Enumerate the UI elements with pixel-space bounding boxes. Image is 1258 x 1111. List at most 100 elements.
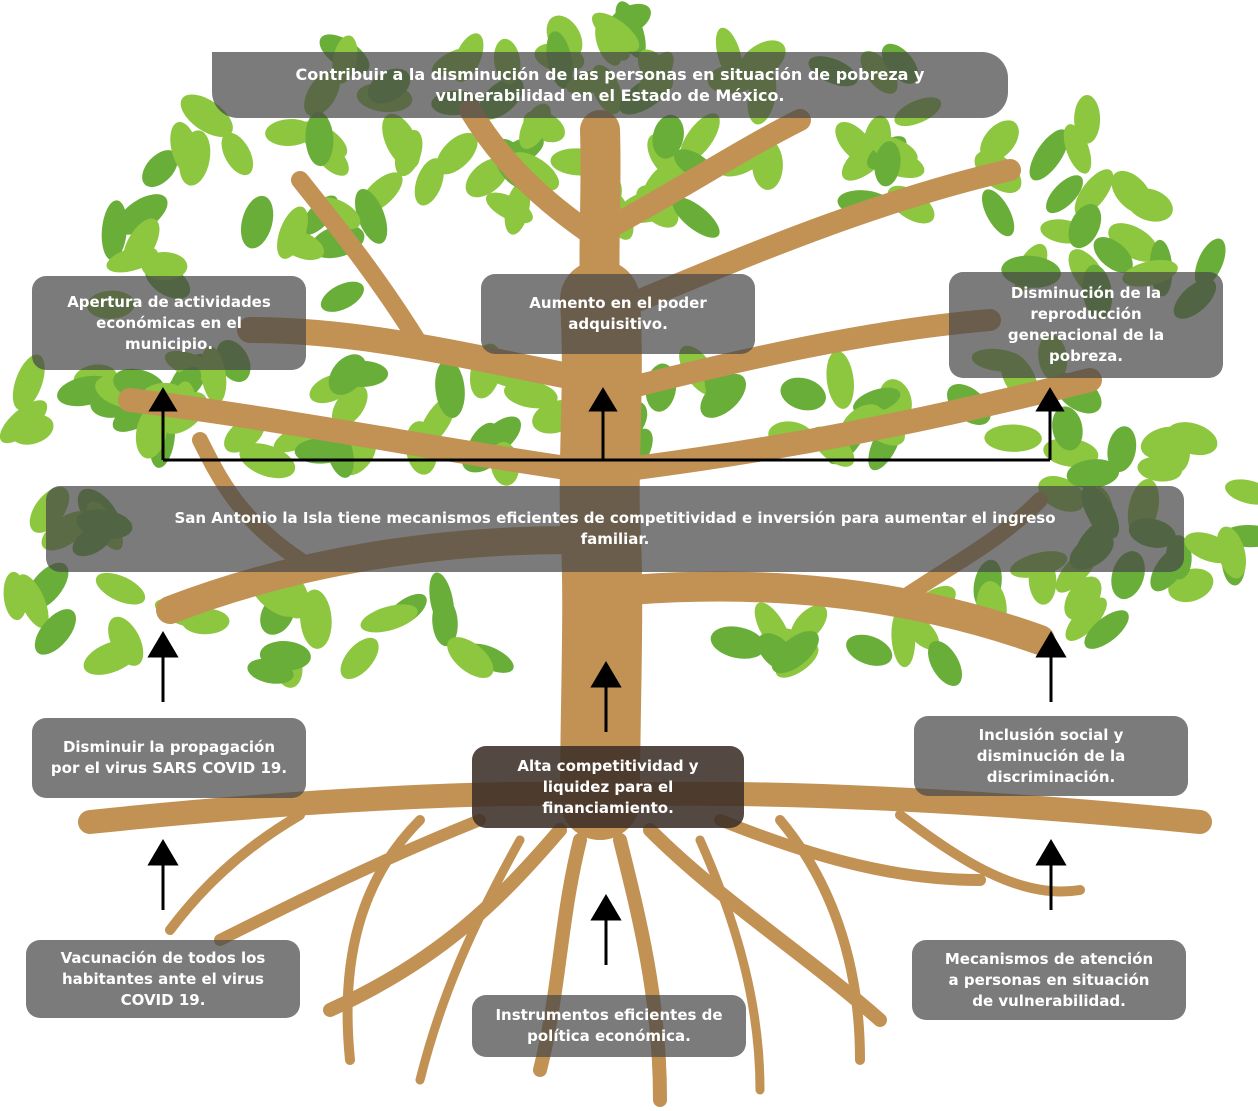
leaf <box>672 197 720 238</box>
leaf <box>1068 204 1102 249</box>
leaf <box>135 405 168 459</box>
root-5 <box>214 814 486 946</box>
leaf <box>1065 597 1107 641</box>
leaf <box>1043 438 1099 468</box>
leaf <box>277 206 308 259</box>
leaf <box>1063 124 1092 174</box>
leaf <box>710 626 766 659</box>
leaf <box>1108 223 1159 262</box>
leaf <box>435 359 465 418</box>
branch-right-big <box>615 571 1055 655</box>
leaf <box>305 111 334 167</box>
leaf <box>432 597 458 647</box>
root-6 <box>714 814 986 886</box>
leaf <box>1084 610 1129 649</box>
leaf <box>1046 175 1083 214</box>
component-arrow-left-head <box>147 631 179 658</box>
leaf <box>504 380 558 409</box>
component-box-left: Disminuir la propagación por el virus SA… <box>32 718 306 798</box>
effect-box-right: Disminución de la reproducción generacio… <box>949 272 1223 378</box>
leaf <box>142 150 178 188</box>
effect-arrow-center-head <box>588 387 618 412</box>
arrows <box>147 387 1067 965</box>
leaf <box>1052 406 1083 451</box>
effect-arrow-left-head <box>148 387 178 412</box>
leaf <box>294 437 349 464</box>
leaf <box>101 200 128 261</box>
leaf <box>259 641 311 671</box>
activity-box-right: Mecanismos de atención a personas en sit… <box>912 940 1186 1020</box>
leaf <box>16 574 49 628</box>
leaf <box>1107 426 1137 472</box>
activity-arrow-center-head <box>590 894 622 921</box>
purpose-box: San Antonio la Isla tiene mecanismos efi… <box>46 486 1184 572</box>
leaf <box>0 400 48 444</box>
leaf <box>846 634 893 666</box>
leaf <box>1029 129 1069 181</box>
leaf <box>1093 237 1133 273</box>
leaf <box>981 189 1015 237</box>
activity-box-left: Vacunación de todos los habitantes ante … <box>26 940 300 1018</box>
root-10 <box>895 810 1085 897</box>
goal-box: Contribuir a la disminución de las perso… <box>212 52 1008 118</box>
activity-arrow-right-head <box>1035 839 1067 866</box>
leaf <box>414 158 444 206</box>
component-box-right: Inclusión social y disminución de la dis… <box>914 716 1188 796</box>
leaf <box>1225 479 1258 505</box>
leaf <box>221 132 254 176</box>
leaf <box>652 114 684 159</box>
leaf <box>1111 170 1153 214</box>
leaf <box>12 354 45 411</box>
leaf <box>927 640 963 686</box>
activity-box-center: Instrumentos eficientes de política econ… <box>472 995 746 1057</box>
leaf <box>394 129 423 177</box>
branch-left-up <box>291 171 429 354</box>
leaf <box>984 424 1042 452</box>
leaf <box>447 637 494 678</box>
component-arrow-center-head <box>590 661 622 688</box>
leaf <box>122 218 160 269</box>
leaf <box>240 195 274 249</box>
root-9 <box>165 810 305 935</box>
leaf <box>504 181 531 235</box>
root-8 <box>775 815 865 1065</box>
leaf <box>328 354 367 395</box>
component-arrow-right-head <box>1035 631 1067 658</box>
leaf <box>891 607 916 668</box>
component-box-center: Alta competitividad y liquidez para el f… <box>472 746 744 828</box>
root-3 <box>613 833 667 1107</box>
leaf <box>436 132 478 175</box>
branch-upper-right <box>594 109 811 241</box>
root-1 <box>323 823 567 1017</box>
leaf <box>83 639 140 675</box>
leaf <box>180 94 233 137</box>
activity-arrow-left-head <box>147 839 179 866</box>
leaf <box>1216 526 1247 579</box>
branch-upper-left <box>459 99 611 251</box>
leaf <box>980 120 1019 162</box>
leaf <box>360 604 418 633</box>
leaf <box>170 121 200 176</box>
root-12 <box>695 835 765 1095</box>
effect-box-center: Aumento en el poder adquisitivo. <box>481 274 755 354</box>
leaf <box>826 350 854 409</box>
leaf <box>355 189 388 244</box>
leaf <box>34 609 76 655</box>
leaf <box>320 281 364 312</box>
root-11 <box>415 835 525 1085</box>
leaf <box>340 637 379 679</box>
leaf <box>757 633 796 672</box>
leaf <box>1066 459 1120 489</box>
leaf <box>265 119 315 146</box>
root-4 <box>643 823 887 1027</box>
leaf <box>465 158 509 198</box>
leaf <box>95 572 146 605</box>
effect-box-left: Apertura de actividades económicas en el… <box>32 276 306 370</box>
leaf <box>591 12 640 52</box>
leaf <box>116 194 168 235</box>
branch-right-mid <box>609 309 1001 401</box>
leaf <box>780 377 826 411</box>
effect-arrow-right-head <box>1035 387 1065 412</box>
root-7 <box>342 815 425 1065</box>
